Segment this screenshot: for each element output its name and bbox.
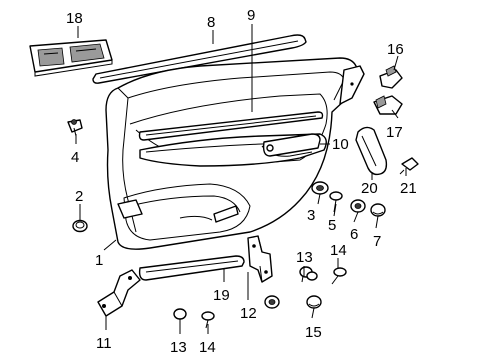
part-2-plug [72,219,88,233]
callout-13-lower: 13 [170,339,187,356]
part-19-lower-molding [138,255,245,281]
callout-1: 1 [95,252,103,269]
callout-15: 15 [305,324,322,341]
part-1-door-trim-panel [105,57,365,250]
part-18-switch-bezel [29,39,113,77]
callout-20: 20 [361,180,378,197]
part-11-bracket [97,269,141,317]
part-5-screw [329,191,343,213]
callout-6: 6 [350,226,358,243]
part-6-washer [350,199,366,213]
part-17-retainer [373,95,403,115]
part-14-screw-upper [331,267,347,285]
callout-5: 5 [328,217,336,234]
callout-14-lower: 14 [199,339,216,356]
part-3-nut [311,181,329,195]
callout-13-upper: 13 [296,249,313,266]
callout-7: 7 [373,233,381,250]
part-13-fastener-upper [299,266,318,283]
callout-17: 17 [386,124,403,141]
part-14-screw-lower [201,311,215,329]
callout-11: 11 [96,335,112,352]
part-8-belt-molding [92,34,307,84]
callout-9: 9 [247,7,255,24]
callout-18: 18 [66,10,83,27]
callout-14-upper: 14 [330,242,347,259]
callout-3: 3 [307,207,315,224]
part-7-plug [370,203,386,217]
callout-labels: 18 8 9 16 17 4 10 20 21 2 3 5 6 7 13 14 … [66,7,417,356]
callout-10: 10 [332,136,349,153]
callout-16: 16 [387,41,404,58]
callout-8: 8 [207,14,215,31]
part-4-clip [67,119,83,137]
part-13-fastener-lower [173,308,187,326]
part-10-switch-plate [262,133,321,157]
callout-4: 4 [71,149,79,166]
part-12-bracket [247,235,273,283]
callout-2: 2 [75,188,83,205]
part-9-armrest-insert [138,111,324,141]
callout-12: 12 [240,305,257,322]
part-21-pin [399,157,419,175]
part-16-retainer [379,65,403,89]
callout-21: 21 [400,180,417,197]
leader-lines [75,24,407,334]
part-20-handle-bezel [355,126,388,176]
part-15-nut [264,295,322,309]
callout-19: 19 [213,287,230,304]
